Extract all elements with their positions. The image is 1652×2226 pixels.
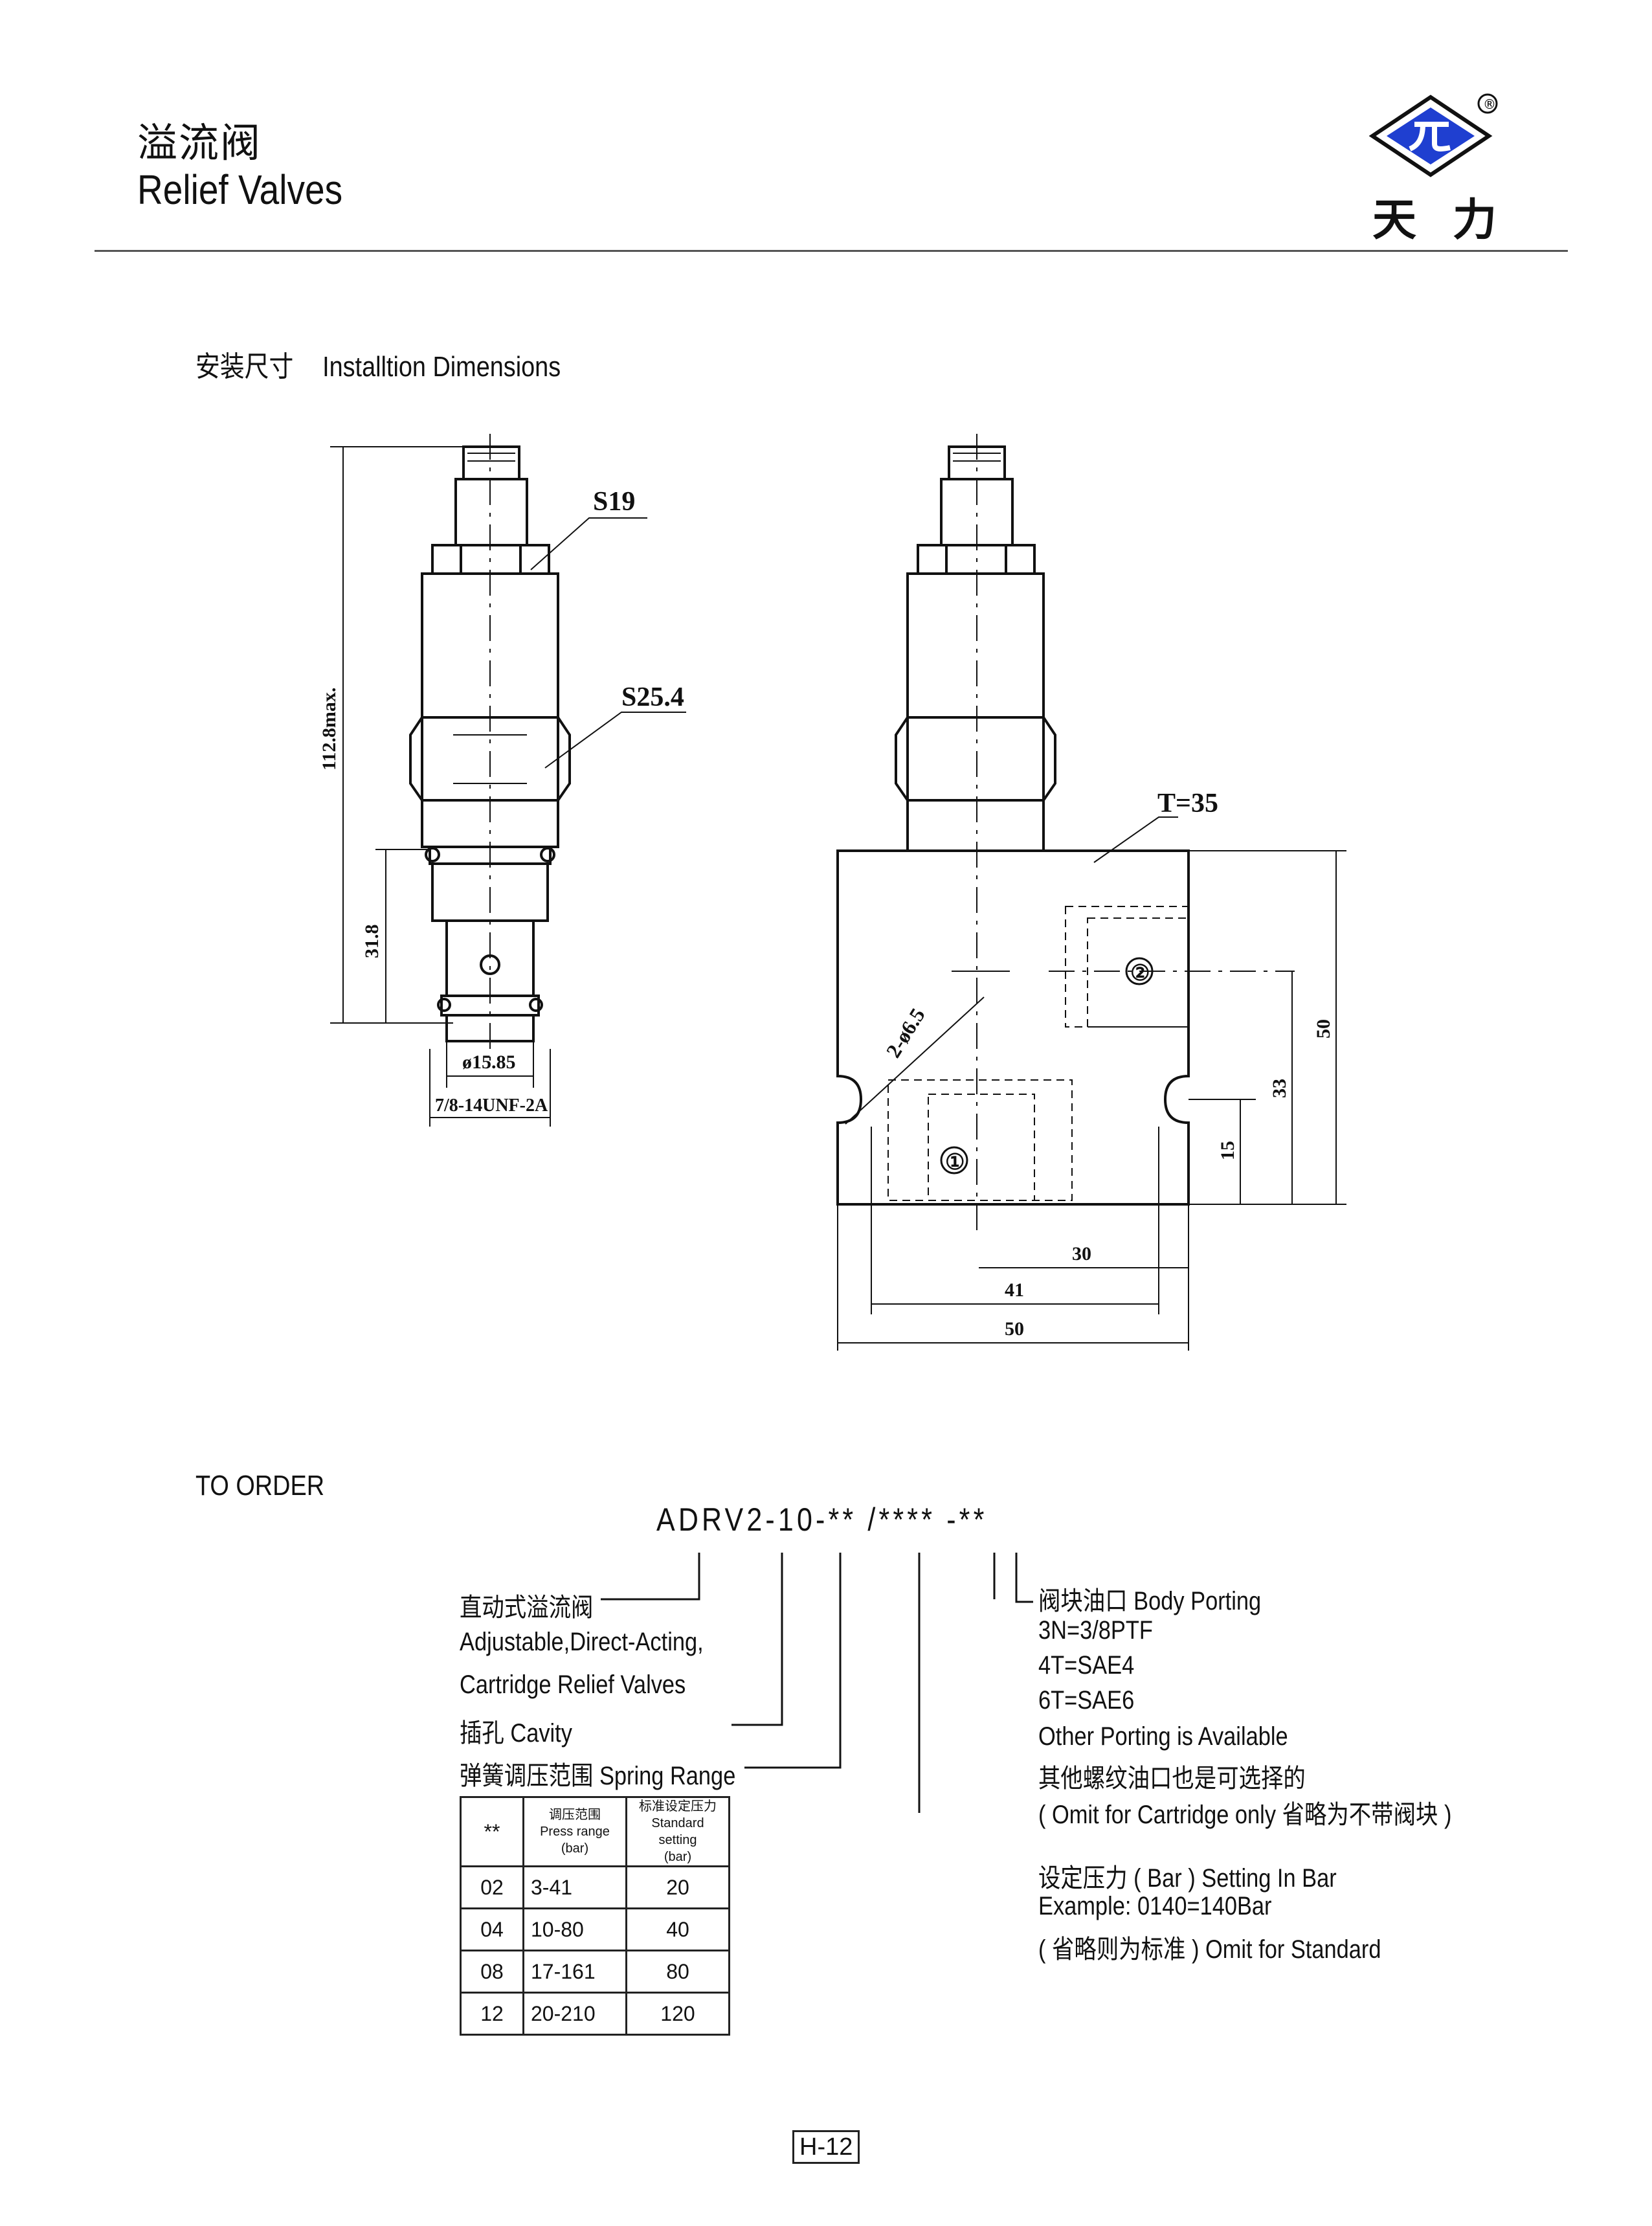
hex-small-label: S19 — [593, 487, 635, 517]
page-number: H-12 — [792, 2130, 860, 2164]
header-divider — [95, 250, 1568, 252]
setting-omit: ( 省略则为标准 ) Omit for Standard — [1038, 1935, 1381, 1964]
header-standard-setting: 标准设定压力 Standard setting (bar) — [625, 1796, 730, 1867]
porting-other-cn: 其他螺纹油口也是可选择的 — [1038, 1764, 1306, 1793]
dim-41: 41 — [1005, 1279, 1024, 1301]
to-order-heading: TO ORDER — [195, 1470, 325, 1501]
porting-omit: ( Omit for Cartridge only 省略为不带阀块 ) — [1038, 1801, 1452, 1829]
order-code: ADRV2-10-** /**** -** — [656, 1501, 988, 1538]
dim-33: 33 — [1269, 1079, 1290, 1098]
header-code: ** — [460, 1796, 524, 1867]
type-en-2: Cartridge Relief Valves — [460, 1670, 686, 1699]
type-cn: 直动式溢流阀 — [460, 1593, 594, 1622]
porting-other: Other Porting is Available — [1038, 1722, 1288, 1751]
installation-drawing: S19 S25.4 112.8max. 31.8 ø15.85 7/8-14UN… — [318, 434, 1346, 1351]
spring-range-label: 弹簧调压范围 Spring Range — [460, 1762, 736, 1790]
porting-4t: 4T=SAE4 — [1038, 1651, 1135, 1680]
thread-label: 7/8-14UNF-2A — [435, 1096, 548, 1116]
dim-30: 30 — [1072, 1243, 1091, 1265]
cartridge-height-label: 31.8 — [361, 925, 383, 959]
section-title-en: Installtion Dimensions — [322, 351, 561, 383]
thickness-label: T=35 — [1157, 789, 1218, 818]
order-code-leaders — [601, 1553, 1033, 1813]
section-title-cn: 安装尺寸 — [195, 351, 294, 383]
page-title-en: Relief Valves — [137, 166, 343, 213]
manifold-view — [836, 445, 1190, 1206]
brand-logo: ® — [1368, 93, 1498, 177]
diameter-label: ø15.85 — [462, 1051, 516, 1073]
table-row: 04 10-80 40 — [460, 1907, 730, 1951]
type-en-1: Adjustable,Direct-Acting, — [460, 1628, 704, 1656]
dim-50-height: 50 — [1313, 1019, 1334, 1039]
setting-title: 设定压力 ( Bar ) Setting In Bar — [1038, 1864, 1337, 1893]
porting-3n: 3N=3/8PTF — [1038, 1616, 1153, 1645]
dim-50-width: 50 — [1005, 1318, 1024, 1340]
porting-6t: 6T=SAE6 — [1038, 1686, 1135, 1714]
spring-range-table: ** 调压范围 Press range (bar) 标准设定压力 Standar… — [460, 1796, 730, 2036]
overall-height-label: 112.8max. — [318, 688, 340, 770]
section-title: 安装尺寸 Installtion Dimensions — [195, 343, 561, 385]
cavity-label: 插孔 Cavity — [460, 1719, 572, 1748]
hex-large-label: S25.4 — [621, 682, 684, 712]
port-1-label: ① — [945, 1151, 965, 1175]
setting-example: Example: 0140=140Bar — [1038, 1892, 1272, 1920]
registered-mark: ® — [1483, 96, 1496, 112]
table-row: 08 17-161 80 — [460, 1950, 730, 1994]
dim-15: 15 — [1217, 1141, 1238, 1160]
brand-name: 天力 — [1372, 194, 1534, 246]
page-title-cn: 溢流阀 — [137, 119, 262, 166]
port-2-label: ② — [1130, 961, 1150, 985]
porting-title: 阀块油口 Body Porting — [1038, 1587, 1262, 1615]
header-press-range: 调压范围 Press range (bar) — [522, 1796, 627, 1867]
table-header-row: ** 调压范围 Press range (bar) 标准设定压力 Standar… — [460, 1796, 730, 1867]
table-row: 12 20-210 120 — [460, 1992, 730, 2036]
table-row: 02 3-41 20 — [460, 1865, 730, 1909]
